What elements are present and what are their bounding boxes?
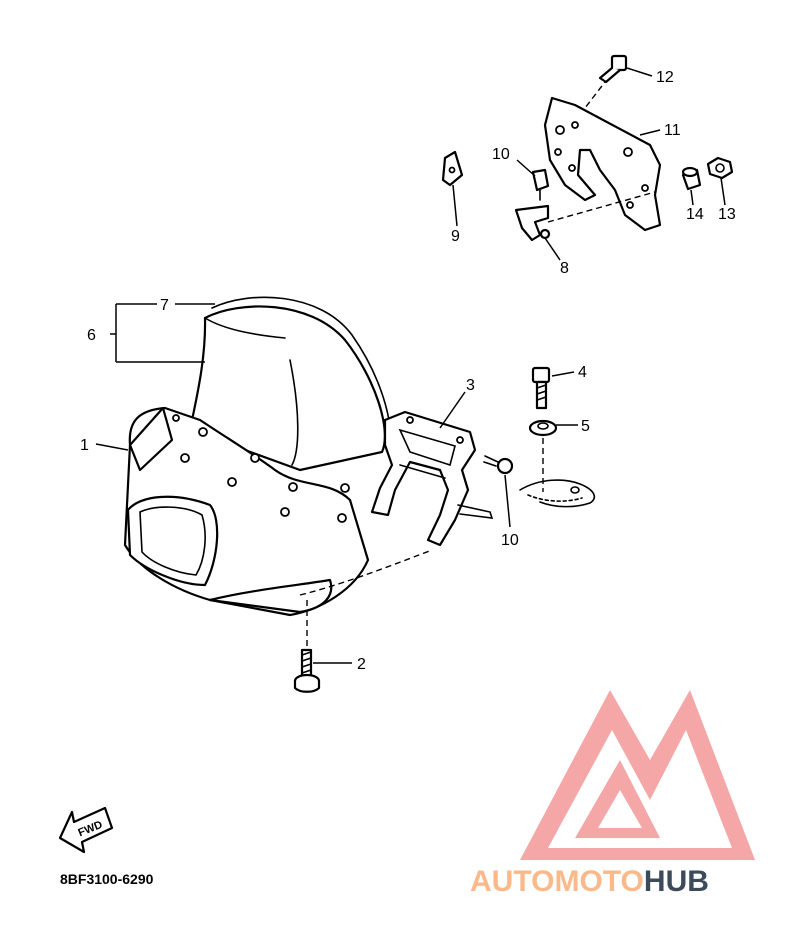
screw-part-10-lower xyxy=(483,455,514,475)
bracket-part-8 xyxy=(514,204,551,242)
bracket-part xyxy=(370,410,494,547)
callout-11: 11 xyxy=(664,122,681,139)
diagram-code: 8BF3100-6290 xyxy=(60,871,154,887)
screw-part-10-upper xyxy=(531,168,550,201)
callout-3: 3 xyxy=(466,377,475,394)
stay-plate-part xyxy=(519,479,596,508)
bolt-part-2 xyxy=(293,600,321,693)
callout-8: 8 xyxy=(560,260,569,277)
clip-part-9 xyxy=(441,150,464,187)
callout-7: 7 xyxy=(160,297,169,314)
stay-bracket-part-11 xyxy=(543,77,662,232)
watermark-brand-part2: HUB xyxy=(644,865,709,898)
callout-2: 2 xyxy=(357,656,366,673)
nut-part-13 xyxy=(706,156,734,180)
watermark-brand: AUTOMOTOHUB xyxy=(470,865,709,898)
watermark-logo-icon xyxy=(520,690,755,860)
callout-10-lower: 10 xyxy=(501,532,519,549)
grommet-part-5 xyxy=(528,419,558,492)
cowling-part xyxy=(123,296,391,617)
collar-part-14 xyxy=(681,166,702,191)
callout-9: 9 xyxy=(451,228,460,245)
leader-lines xyxy=(95,67,726,664)
bolt-part-4 xyxy=(531,366,551,410)
callout-14: 14 xyxy=(686,206,704,223)
callout-6: 6 xyxy=(87,327,96,344)
callout-labels: 1 2 3 4 5 6 7 8 9 10 10 11 12 13 14 xyxy=(80,69,736,673)
fwd-arrow-icon: FWD xyxy=(58,806,114,854)
bolt-part-12 xyxy=(598,54,628,84)
callout-4: 4 xyxy=(578,364,587,381)
dash-line-8-11 xyxy=(547,191,656,223)
callout-5: 5 xyxy=(581,418,590,435)
callout-13: 13 xyxy=(718,206,736,223)
callout-1: 1 xyxy=(80,437,89,454)
watermark-brand-part1: AUTOMOTO xyxy=(470,865,644,898)
callout-10-upper: 10 xyxy=(492,146,510,163)
callout-12: 12 xyxy=(656,69,674,86)
